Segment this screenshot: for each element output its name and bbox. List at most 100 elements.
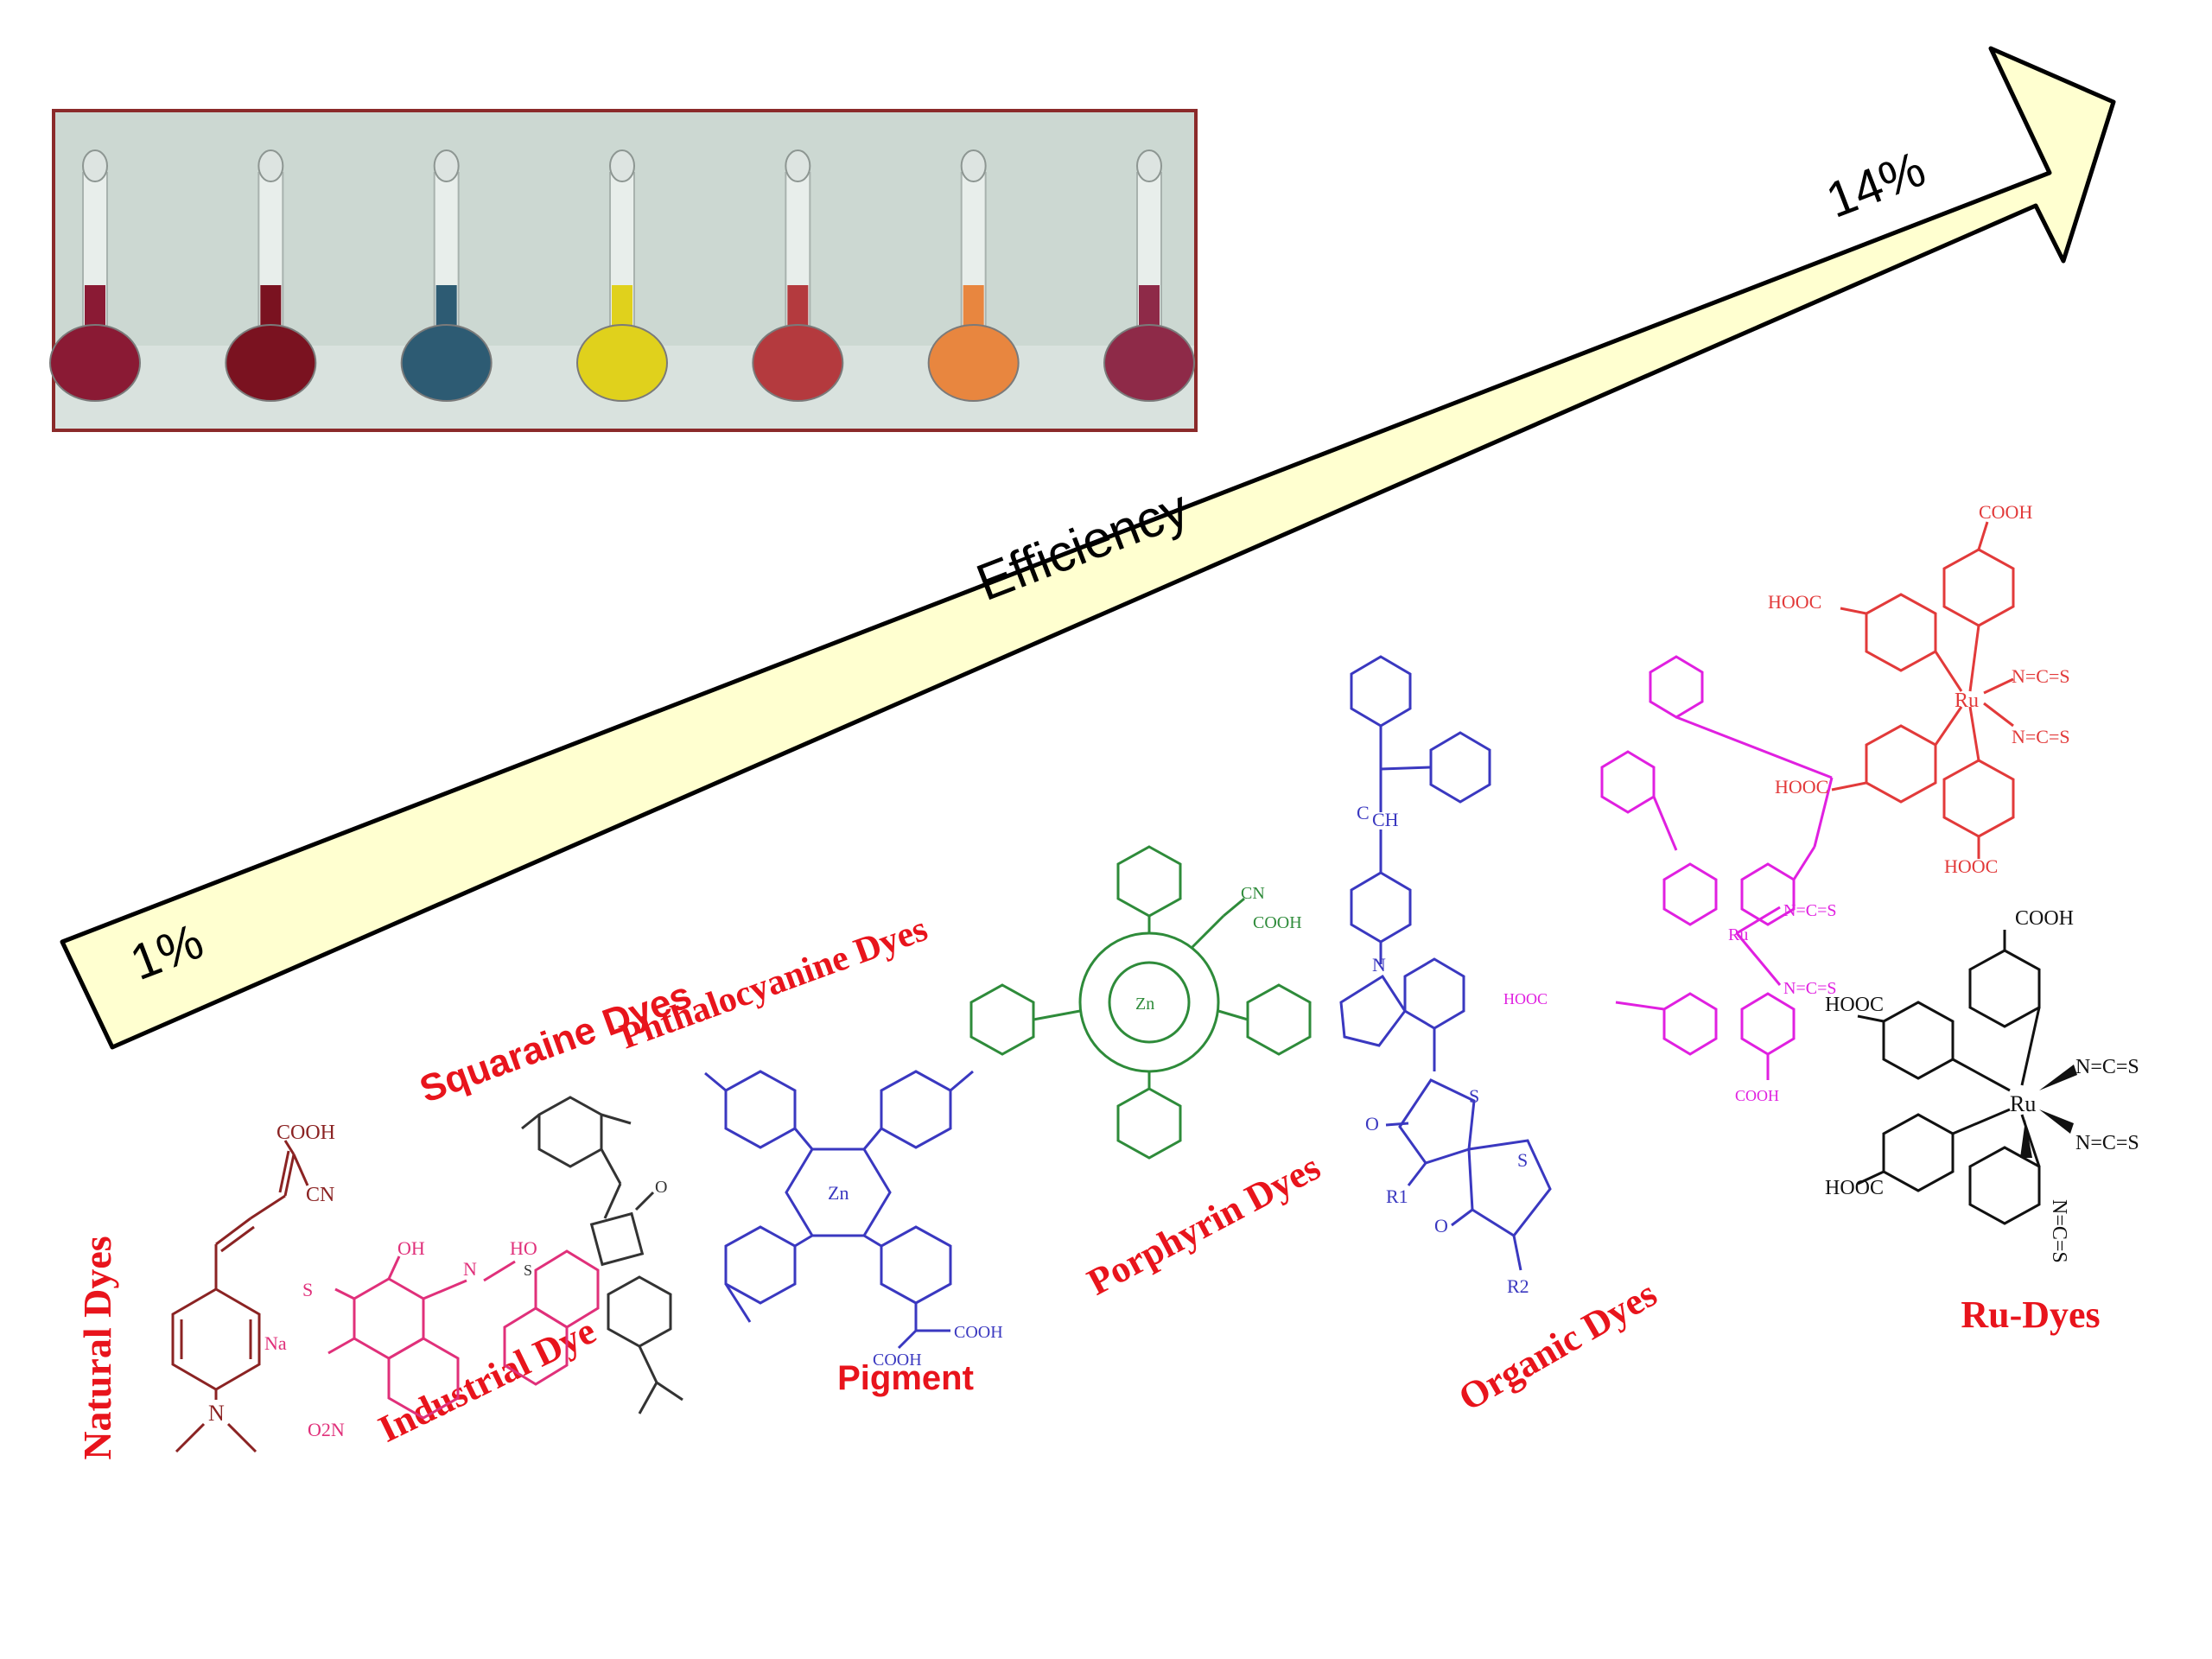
structure-industrial-dye: OH HO N S Na O2N [264,1237,600,1440]
organic-ch: CH [1372,809,1399,830]
industrial-ring-c [534,1249,600,1329]
ru-black-hooc-1: HOOC [1825,994,1884,1016]
flask-stopper [257,149,284,182]
structure-porphyrin: Zn CN COOH [969,845,1312,1160]
industrial-ring-b [387,1337,460,1420]
flask [225,149,317,402]
label-pigment: Pigment [837,1359,974,1397]
flask [576,149,668,402]
phthalo-ring-br [880,1225,952,1305]
ru-red-ring-a [1865,593,1937,672]
flask-stopper [609,149,635,182]
organic-phenyl-a [1350,655,1412,728]
organic-rhodanine-1 [1398,1078,1476,1165]
organic-phenyl-c [1350,871,1412,944]
ru-black-ring-a [1968,949,2041,1028]
phthalo-ring-bl [724,1225,797,1305]
ru-red-ncs-2: N=C=S [2012,726,2070,747]
industrial-ring-d [503,1306,569,1386]
natural-benzene-ring [171,1287,261,1391]
porphyrin-phenyl-left [969,983,1035,1056]
porphyrin-cn: CN [1241,884,1265,903]
label-porphyrin-dyes: Porphyrin Dyes [1081,1146,1327,1304]
industrial-ho: HO [510,1237,537,1259]
phthalo-ring-tr [880,1070,952,1149]
ru-magenta-ring-a [1600,750,1656,814]
squaraine-ring-b [607,1275,672,1348]
label-natural-dyes: Natural Dyes [75,1236,119,1459]
organic-o-2: O [1434,1215,1448,1236]
organic-cyclopentane [1339,974,1407,1047]
organic-s-2: S [1517,1149,1528,1171]
ru-magenta-ring-f [1649,655,1704,719]
industrial-azo-n: N [463,1258,477,1280]
phthalo-ring-tl [724,1070,797,1149]
flask-bulb [49,324,141,402]
ru-red-ring-d [1942,759,2015,838]
organic-indoline-ring [1403,957,1465,1030]
flask-bulb [752,324,844,402]
ru-black-ncs-1: N=C=S [2075,1056,2139,1078]
ru-magenta-ncs-1: N=C=S [1783,901,1836,920]
squaraine-core [589,1211,645,1267]
arrow-shape [60,46,2116,1050]
industrial-ring-a [353,1277,425,1360]
natural-n: N [208,1401,225,1426]
label-organic-dyes: Organic Dyes [1452,1272,1664,1419]
structure-ru-dye-black: Ru N=C=S N=C=S N=C=S COOH HOOC HOOC [1825,907,2139,1263]
flask-bulb [400,324,493,402]
structure-natural-dye: COOH CN N [171,1122,335,1453]
organic-r2: R2 [1507,1275,1529,1297]
ru-black-ring-c [1882,1113,1955,1192]
porphyrin-phenyl-top [1116,845,1182,918]
ru-red-ring-c [1865,724,1937,804]
ru-red-hooc-3: HOOC [1944,855,1998,877]
porphyrin-phenyl-bottom [1116,1087,1182,1160]
natural-cn: CN [306,1184,334,1206]
ru-red-hooc-1: HOOC [1768,591,1821,613]
ru-magenta-ring-d [1662,992,1718,1056]
ru-black-cooh: COOH [2015,907,2074,930]
flask-bulb [576,324,668,402]
flask [49,149,141,402]
arrow-end-value: 14% [1819,141,1933,229]
organic-r1: R1 [1386,1185,1408,1207]
flask-bulb [927,324,1020,402]
industrial-na: Na [264,1332,287,1354]
ru-black-ncs-3: N=C=S [2048,1199,2070,1263]
ru-magenta-ru: Ru [1728,925,1748,944]
organic-o-1: O [1365,1113,1379,1135]
ru-black-ring-d [1968,1146,2041,1225]
ru-red-ring-b [1942,548,2015,627]
ru-magenta-hooc: HOOC [1503,990,1548,1007]
flask [400,149,493,402]
flask [1103,149,1195,402]
natural-cooh: COOH [276,1122,335,1144]
porphyrin-zn: Zn [1135,995,1154,1014]
ru-black-ring-b [1882,1001,1955,1080]
flask-stopper [433,149,460,182]
phthalo-cooh-2: COOH [873,1351,922,1370]
ru-magenta-ring-e [1740,992,1796,1056]
squaraine-s: S [524,1262,532,1279]
porphyrin-cooh: COOH [1253,913,1302,932]
flask-stopper [1136,149,1162,182]
label-ru-dyes: Ru-Dyes [1961,1294,2100,1336]
flask-bulb [225,324,317,402]
industrial-so: S [302,1279,313,1300]
ru-black-ncs-2: N=C=S [2075,1132,2139,1154]
ru-red-ru: Ru [1955,690,1979,712]
flask-stopper [82,149,108,182]
ru-red-ncs-1: N=C=S [2012,665,2070,687]
flask [927,149,1020,402]
structure-squaraine-dye: O S [521,1096,683,1414]
ru-red-cooh-top: COOH [1979,501,2032,523]
squaraine-o: O [655,1178,667,1197]
squaraine-ring-a [537,1096,603,1168]
ru-magenta-ncs-2: N=C=S [1783,979,1836,998]
organic-s-1: S [1469,1085,1479,1107]
flask [752,149,844,402]
flask-stopper [785,149,811,182]
ru-red-hooc-2: HOOC [1775,776,1828,798]
